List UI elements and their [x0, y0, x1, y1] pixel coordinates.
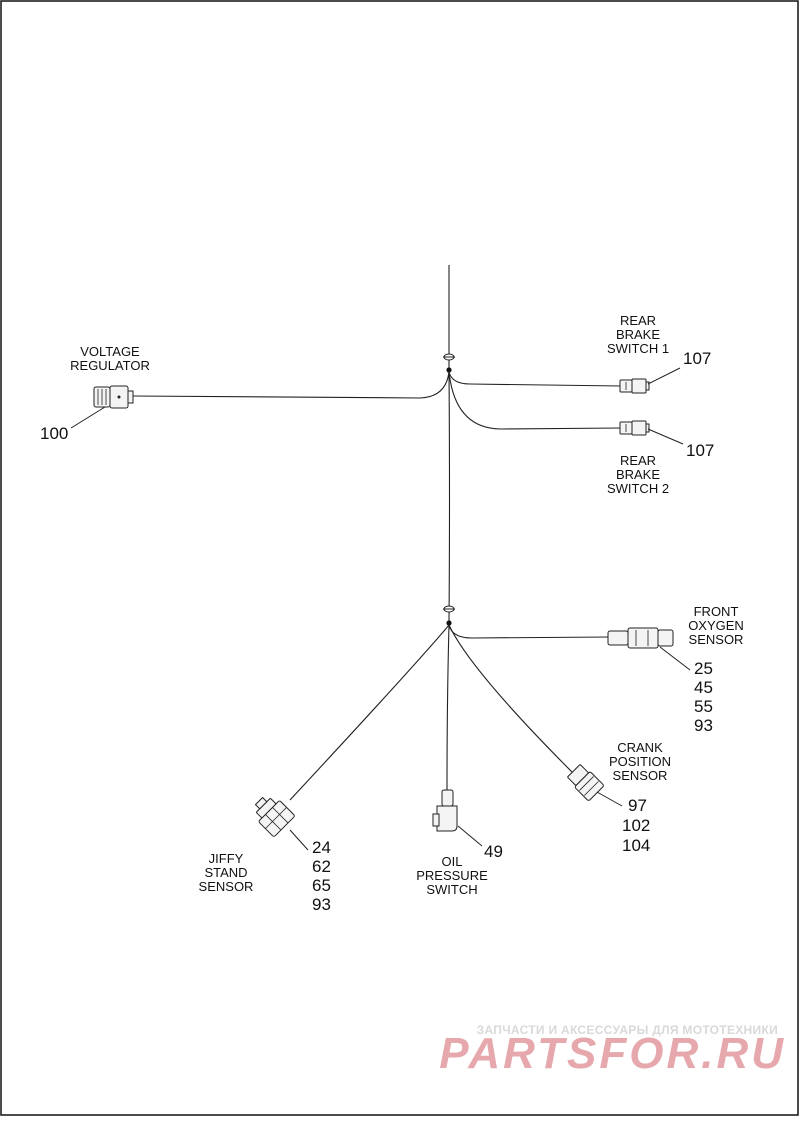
- ref-number-rear-brake-switch-2: 107: [686, 441, 714, 460]
- jiffy-stand-sensor-label-line: SENSOR: [199, 879, 254, 894]
- ref-number: 97: [628, 796, 647, 815]
- rear-brake-switch-2-label-line: REAR: [620, 453, 656, 468]
- ref-number: 93: [312, 895, 331, 914]
- harness-junction-upper: [446, 367, 452, 373]
- oil-pressure-switch-label: OIL PRESSURE SWITCH: [416, 854, 488, 897]
- jiffy-stand-sensor-refs: 24 62 65 93: [312, 838, 331, 914]
- watermark-tagline: ЗАПЧАСТИ И АКСЕССУАРЫ ДЛЯ МОТОТЕХНИКИ: [477, 1023, 778, 1037]
- main-harness-trunk-middle: [448, 369, 451, 623]
- rear-brake-switch-2-label: REAR BRAKE SWITCH 2: [607, 453, 669, 496]
- ref-number: 25: [694, 659, 713, 678]
- leader-rear-brake-switch-1: [647, 367, 681, 385]
- jiffy-stand-sensor-connector-icon: [254, 796, 295, 837]
- rear-brake-switch-1-label-line: REAR: [620, 313, 656, 328]
- ref-number: 93: [694, 716, 713, 735]
- leader-oil-pressure-switch: [457, 825, 483, 847]
- ref-number: 62: [312, 857, 331, 876]
- rear-brake-switch-1-label: REAR BRAKE SWITCH 1: [607, 313, 669, 356]
- rear-brake-switch-1-label-line: BRAKE: [616, 327, 660, 342]
- front-oxygen-sensor-label-line: OXYGEN: [688, 618, 744, 633]
- harness-clip-lower: [443, 605, 455, 613]
- crank-position-sensor-label: CRANK POSITION SENSOR: [609, 740, 671, 783]
- rear-brake-switch-2-wire: [448, 371, 623, 430]
- crank-position-sensor-label-line: POSITION: [609, 754, 671, 769]
- voltage-regulator-connector-icon: [93, 385, 134, 409]
- voltage-regulator-wire: [131, 371, 450, 399]
- ref-number: 104: [622, 836, 650, 855]
- crank-position-sensor-connector-icon: [567, 764, 604, 801]
- leader-rear-brake-switch-2: [647, 428, 684, 445]
- front-oxygen-sensor-connector-icon: [607, 627, 674, 649]
- crank-position-sensor-refs: 97 102 104: [622, 796, 650, 855]
- harness-clip-upper: [443, 353, 455, 361]
- ref-number-oil-pressure-switch: 49: [484, 842, 503, 861]
- ref-number: 55: [694, 697, 713, 716]
- front-oxygen-sensor-label-line: SENSOR: [689, 632, 744, 647]
- oil-pressure-switch-wire: [446, 624, 450, 791]
- jiffy-stand-sensor-label-line: STAND: [204, 865, 247, 880]
- watermark: ЗАПЧАСТИ И АКСЕССУАРЫ ДЛЯ МОТОТЕХНИКИ PA…: [439, 1023, 786, 1078]
- ref-number-rear-brake-switch-1: 107: [683, 349, 711, 368]
- front-oxygen-sensor-wire: [448, 624, 611, 639]
- ref-number: 65: [312, 876, 331, 895]
- crank-position-sensor-label-line: CRANK: [617, 740, 663, 755]
- rear-brake-switch-1-label-line: SWITCH 1: [607, 341, 669, 356]
- front-oxygen-sensor-label-line: FRONT: [694, 604, 739, 619]
- front-oxygen-sensor-refs: 25 45 55 93: [694, 659, 713, 735]
- ref-number-voltage-regulator: 100: [40, 424, 68, 443]
- leader-voltage-regulator: [70, 406, 106, 429]
- crank-position-sensor-label-line: SENSOR: [613, 768, 668, 783]
- ref-number: 24: [312, 838, 331, 857]
- leader-jiffy-stand-sensor: [289, 829, 309, 851]
- oil-pressure-switch-label-line: OIL: [442, 854, 463, 869]
- leader-front-oxygen-sensor: [659, 646, 691, 671]
- leader-crank-position-sensor: [596, 791, 623, 807]
- watermark-brand: PARTSFOR.RU: [439, 1029, 786, 1078]
- jiffy-stand-sensor-wire: [289, 624, 450, 801]
- ref-number: 45: [694, 678, 713, 697]
- rear-brake-switch-1-wire: [448, 371, 622, 387]
- oil-pressure-switch-icon: [432, 789, 458, 832]
- voltage-regulator-label: VOLTAGE REGULATOR: [70, 344, 150, 373]
- crank-position-sensor-wire: [448, 624, 576, 776]
- rear-brake-switch-2-label-line: BRAKE: [616, 467, 660, 482]
- jiffy-stand-sensor-label: JIFFY STAND SENSOR: [199, 851, 254, 894]
- rear-brake-switch-2-connector-icon: [619, 420, 650, 436]
- harness-junction-lower: [446, 620, 452, 626]
- rear-brake-switch-1-connector-icon: [619, 378, 650, 394]
- voltage-regulator-label-line: VOLTAGE: [80, 344, 140, 359]
- rear-brake-switch-2-label-line: SWITCH 2: [607, 481, 669, 496]
- front-oxygen-sensor-label: FRONT OXYGEN SENSOR: [688, 604, 744, 647]
- ref-number: 102: [622, 816, 650, 835]
- jiffy-stand-sensor-label-line: JIFFY: [209, 851, 244, 866]
- oil-pressure-switch-label-line: PRESSURE: [416, 868, 488, 883]
- voltage-regulator-label-line: REGULATOR: [70, 358, 150, 373]
- oil-pressure-switch-label-line: SWITCH: [426, 882, 477, 897]
